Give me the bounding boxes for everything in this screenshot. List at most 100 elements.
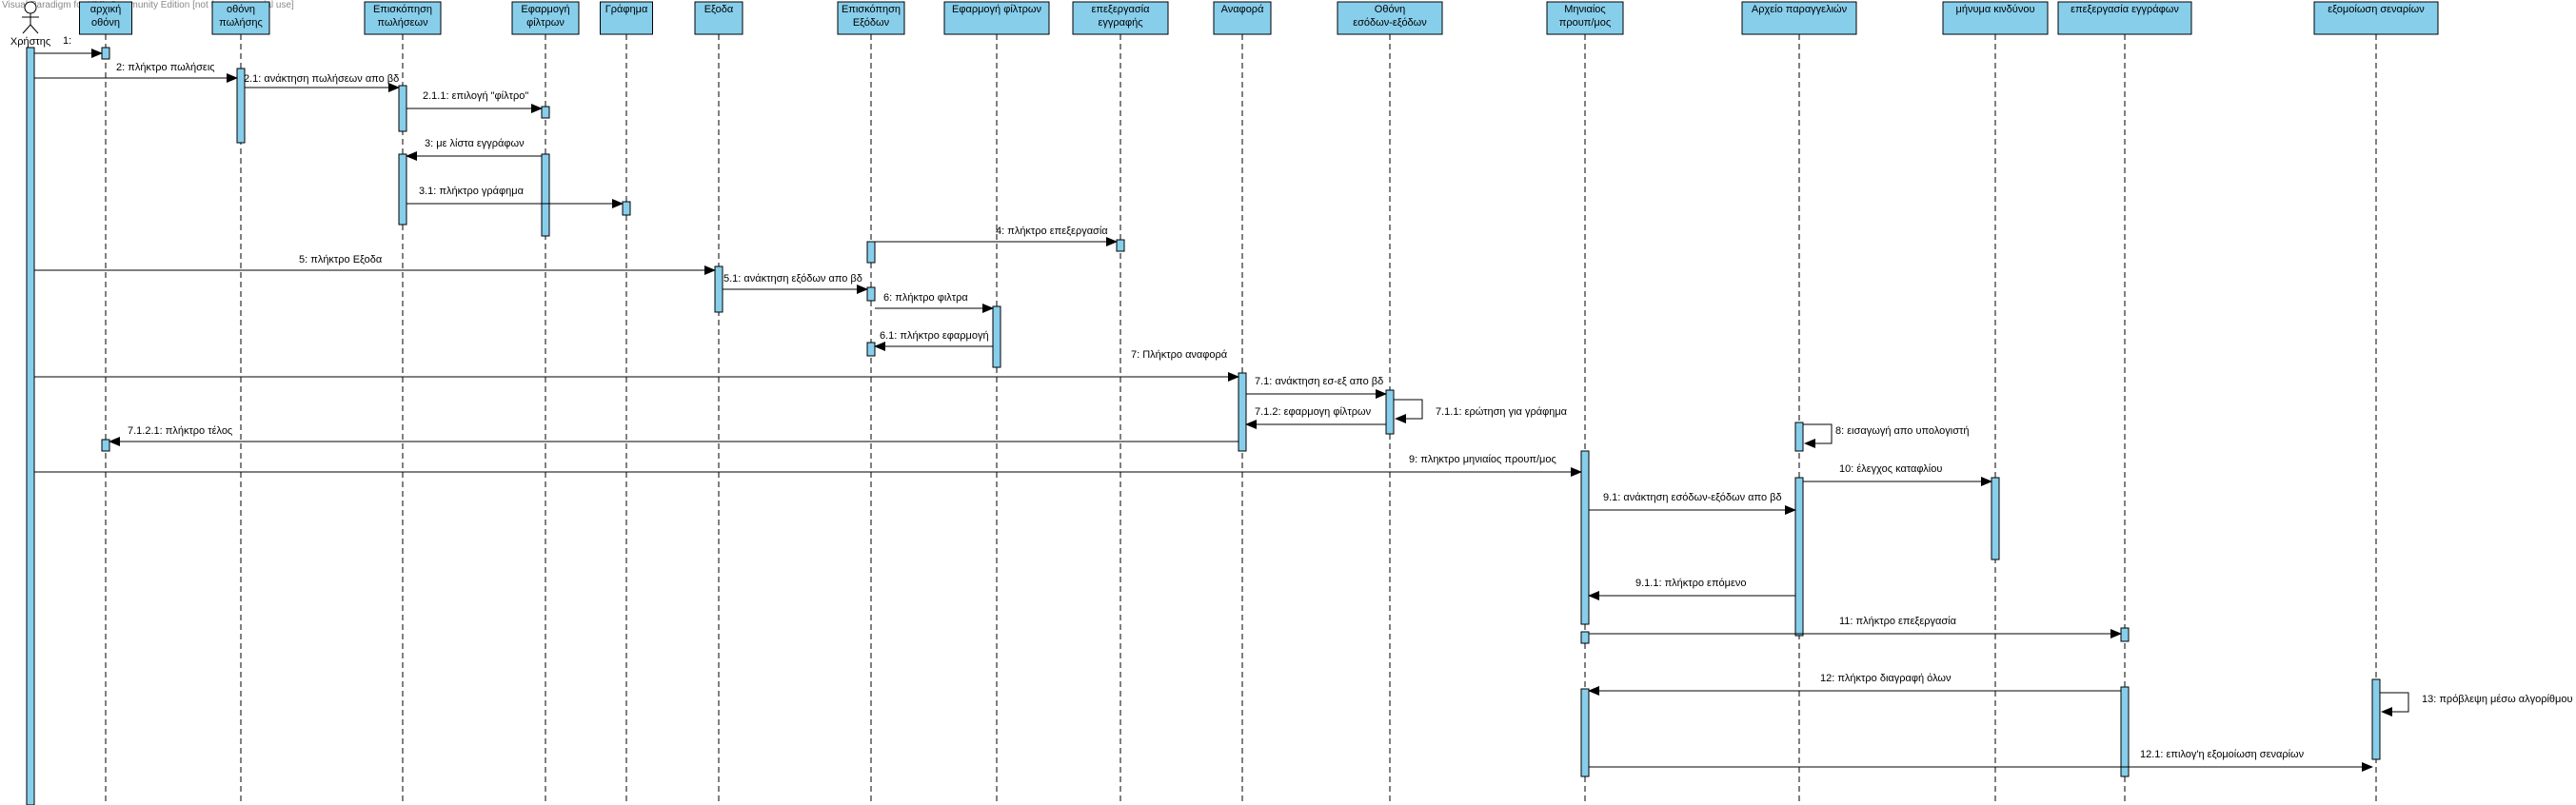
- activation-bar-episk_exodwn: [866, 342, 876, 357]
- message-label: 7: Πλήκτρο αναφορά: [1131, 349, 1228, 361]
- lifeline-box: [79, 1, 132, 35]
- activation-bar-arxiki: [101, 47, 110, 60]
- message-4[interactable]: 2.1.1: επιλογή "φίλτρο": [406, 90, 543, 113]
- message-label: 7.1.2.1: πλήκτρο τέλος: [128, 425, 232, 437]
- lifeline-box: [364, 1, 442, 35]
- lifeline-name: εξομοίωση σεναρίων: [2328, 4, 2425, 15]
- message-label: 9.1.1: πλήκτρο επόμενο: [1635, 578, 1747, 589]
- actor-user[interactable]: Χρήστης: [10, 1, 50, 48]
- message-13[interactable]: 7.1: ανάκτηση εσ-εξ απο βδ: [1246, 376, 1387, 399]
- message-label: 2.1.1: επιλογή "φίλτρο": [423, 90, 528, 102]
- message-25[interactable]: 12.1: επιλογ'η εξομοίωση σεναρίων: [1589, 749, 2373, 772]
- lifeline-header-exomoiwsi[interactable]: εξομοίωση σεναρίων: [2313, 1, 2439, 35]
- message-label: 12: πλήκτρο διαγραφή όλων: [1820, 673, 1952, 684]
- lifeline-header-grafima[interactable]: Γράφημα: [600, 1, 653, 35]
- lifeline-header-epex_eggrafwn[interactable]: επεξεργασία εγγράφων: [2057, 1, 2192, 35]
- lifeline-name: προυπ/μος: [1559, 17, 1611, 29]
- activation-bar-othoni_esod: [1385, 389, 1395, 435]
- lifeline-box: [1072, 1, 1169, 35]
- activation-bar-anafora: [1238, 372, 1247, 452]
- lifeline-header-minyma[interactable]: μήνυμα κινδύνου: [1942, 1, 2049, 35]
- lifeline-name: φίλτρων: [526, 17, 565, 29]
- message-label: 5.1: ανάκτηση εξόδων απο βδ: [723, 273, 862, 285]
- message-22[interactable]: 11: πλήκτρο επεξεργασία: [1589, 616, 2122, 638]
- message-2[interactable]: 2: πλήκτρο πωλήσεις: [34, 62, 238, 83]
- lifeline-box: [1337, 1, 1443, 35]
- activation-bar-episk_exodwn: [866, 241, 876, 264]
- lifeline-name: Εξοδα: [704, 4, 734, 15]
- lifeline-box: [694, 1, 743, 35]
- message-1[interactable]: 1:: [34, 35, 103, 58]
- message-16[interactable]: 7.1.2.1: πλήκτρο τέλος: [109, 425, 1238, 446]
- message-label: 13: πρόβλεψη μέσω αλγορίθμου: [2422, 694, 2573, 705]
- message-21[interactable]: 9.1.1: πλήκτρο επόμενο: [1588, 578, 1795, 600]
- lifeline-name: Εξόδων: [853, 17, 890, 29]
- activation-bar-actor: [26, 47, 35, 805]
- message-9[interactable]: 5.1: ανάκτηση εξόδων απο βδ: [723, 273, 868, 294]
- self-message-arrow: [2380, 692, 2409, 717]
- activation-bar-minyma: [1991, 477, 2000, 560]
- message-label: 10: έλεγχος καταφλίου: [1839, 463, 1942, 475]
- message-label: 12.1: επιλογ'η εξομοίωση σεναρίων: [2140, 749, 2305, 760]
- activation-bar-epex_eggrafwn: [2120, 627, 2130, 642]
- activation-bar-exoda: [714, 265, 723, 313]
- lifeline-header-exoda[interactable]: Εξοδα: [694, 1, 743, 35]
- activation-bar-miniaios: [1580, 688, 1590, 777]
- lifeline-name: Επισκόπηση: [373, 4, 432, 15]
- lifeline-header-othoni_esod[interactable]: Οθόνη εσόδων-εξόδων: [1337, 1, 1443, 35]
- message-15[interactable]: 7.1.2: εφαρμογη φίλτρων: [1245, 406, 1386, 429]
- message-label: 7.1.2: εφαρμογη φίλτρων: [1255, 406, 1372, 418]
- message-11[interactable]: 6.1: πλήκτρο εφαρμογή: [874, 330, 993, 351]
- message-17[interactable]: 8: εισαγωγή απο υπολογιστή: [1803, 423, 1969, 448]
- message-label: 4: πλήκτρο επεξεργασία: [996, 226, 1108, 237]
- activation-bar-episk_pwl: [398, 153, 407, 226]
- lifeline-box: [1213, 1, 1272, 35]
- lifeline-name: Οθόνη: [1375, 4, 1405, 15]
- lifeline-header-arxeio[interactable]: Αρχείο παραγγελιών: [1741, 1, 1857, 35]
- activation-bar-miniaios: [1580, 450, 1590, 625]
- message-5[interactable]: 3: με λίστα εγγράφων: [406, 138, 542, 161]
- message-8[interactable]: 5: πλήκτρο Εξοδα: [34, 254, 716, 275]
- lifeline-name: εσόδων-εξόδων: [1353, 17, 1427, 29]
- lifeline-box: [837, 1, 905, 35]
- message-23[interactable]: 12: πλήκτρο διαγραφή όλων: [1588, 673, 2121, 696]
- message-label: 7.1: ανάκτηση εσ-εξ απο βδ: [1255, 376, 1383, 387]
- self-message-arrow: [1394, 399, 1423, 423]
- activation-bar-efarm_filtrwn2: [992, 305, 1001, 368]
- message-3[interactable]: 2.1: ανάκτηση πωλήσεων απο βδ: [244, 73, 400, 92]
- message-label: 7.1.1: ερώτηση για γράφημα: [1436, 406, 1568, 418]
- message-label: 9: πληκτρο μηνιαίος προυπ/μος: [1409, 454, 1556, 465]
- watermark: Visual Paradigm for UML Community Editio…: [2, 0, 294, 10]
- lifeline-box: [511, 1, 580, 35]
- lifeline-box: [600, 1, 653, 35]
- activation-bar-epex_eggr: [1116, 239, 1125, 252]
- message-12[interactable]: 7: Πλήκτρο αναφορά: [34, 349, 1239, 382]
- message-label: 3: με λίστα εγγράφων: [425, 138, 525, 149]
- message-label: 3.1: πλήκτρο γράφημα: [419, 186, 525, 197]
- lifeline-header-anafora[interactable]: Αναφορά: [1213, 1, 1272, 35]
- lifeline-header-efarm_filtrwn2[interactable]: Εφαρμογή φίλτρων: [943, 1, 1050, 35]
- lifeline-name: Αρχείο παραγγελιών: [1752, 4, 1848, 15]
- message-label: 2: πλήκτρο πωλήσεις: [116, 62, 215, 73]
- actor-left-leg: [22, 24, 31, 34]
- message-19[interactable]: 10: έλεγχος καταφλίου: [1803, 463, 1992, 486]
- message-18[interactable]: 9: πληκτρο μηνιαίος προυπ/μος: [34, 454, 1582, 477]
- message-6[interactable]: 3.1: πλήκτρο γράφημα: [406, 186, 624, 208]
- message-10[interactable]: 6: πλήκτρο φιλτρα: [875, 292, 994, 313]
- lifeline-name: Γράφημα: [605, 4, 648, 15]
- lifeline-name: Αναφορά: [1221, 4, 1265, 15]
- message-label: 6.1: πλήκτρο εφαρμογή: [880, 330, 989, 342]
- lifeline-name: μήνυμα κινδύνου: [1956, 4, 2035, 15]
- message-7[interactable]: 4: πλήκτρο επεξεργασία: [875, 226, 1118, 246]
- message-14[interactable]: 7.1.1: ερώτηση για γράφημα: [1394, 399, 1568, 423]
- message-20[interactable]: 9.1: ανάκτηση εσόδων-εξόδων απο βδ: [1589, 492, 1796, 515]
- lifeline-name: εγγραφής: [1098, 17, 1142, 29]
- message-24[interactable]: 13: πρόβλεψη μέσω αλγορίθμου: [2380, 692, 2573, 717]
